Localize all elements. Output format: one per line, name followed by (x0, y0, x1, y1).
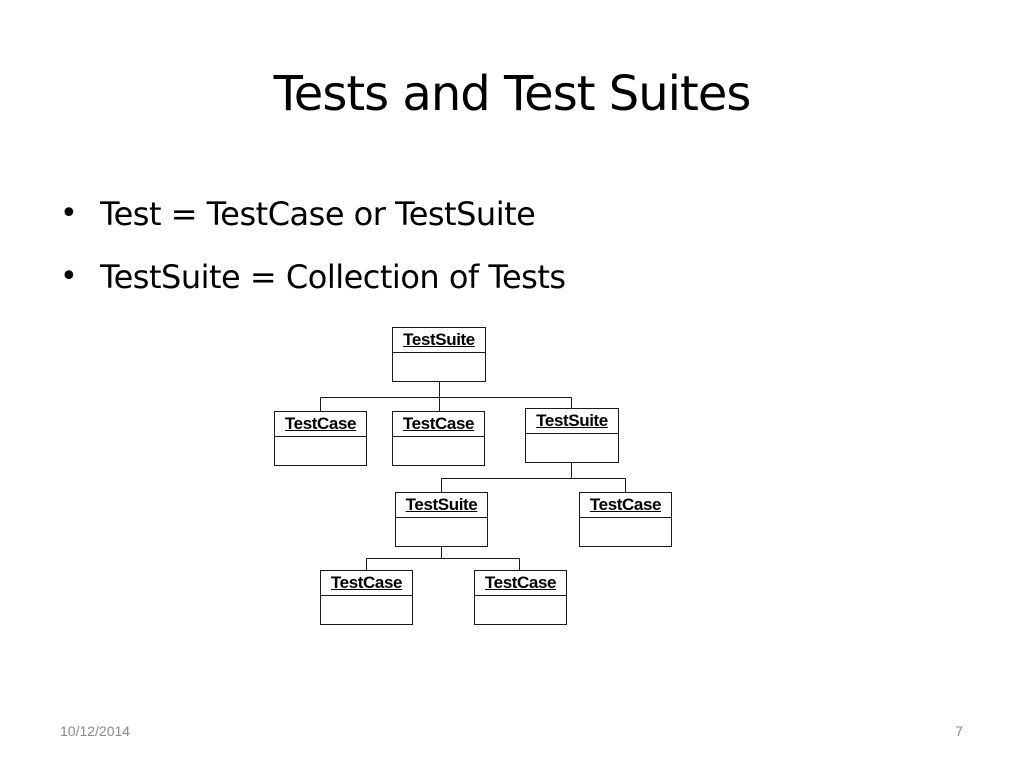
node-label: TestSuite (526, 409, 618, 434)
node-testsuite: TestSuite (525, 408, 619, 463)
node-testcase: TestCase (579, 492, 672, 547)
bullet-dot-icon: • (60, 259, 78, 294)
node-testcase: TestCase (274, 411, 367, 466)
node-testcase: TestCase (392, 411, 485, 466)
node-label: TestSuite (393, 328, 485, 353)
connector-group-leaf (366, 546, 520, 571)
footer-date: 10/12/2014 (60, 723, 131, 739)
node-label: TestCase (475, 571, 566, 596)
node-label: TestCase (393, 412, 484, 437)
connector-group-mid (441, 463, 626, 492)
node-label: TestCase (275, 412, 366, 437)
node-testcase: TestCase (320, 570, 413, 625)
bullet-text: Test = TestCase or TestSuite (100, 195, 536, 233)
bullet-dot-icon: • (60, 196, 78, 231)
node-label: TestSuite (396, 493, 487, 518)
bullet-item: • TestSuite = Collection of Tests (60, 251, 566, 303)
node-label: TestCase (321, 571, 412, 596)
connector-group-root (320, 381, 572, 411)
bullet-text: TestSuite = Collection of Tests (100, 258, 566, 296)
node-testcase: TestCase (474, 570, 567, 625)
node-testsuite-root: TestSuite (392, 327, 486, 382)
slide-title: Tests and Test Suites (273, 66, 752, 122)
node-testsuite: TestSuite (395, 492, 488, 547)
node-label: TestCase (580, 493, 671, 518)
bullet-item: • Test = TestCase or TestSuite (60, 188, 566, 240)
bullet-list: • Test = TestCase or TestSuite • TestSui… (60, 188, 566, 314)
footer-page-number: 7 (955, 723, 963, 739)
